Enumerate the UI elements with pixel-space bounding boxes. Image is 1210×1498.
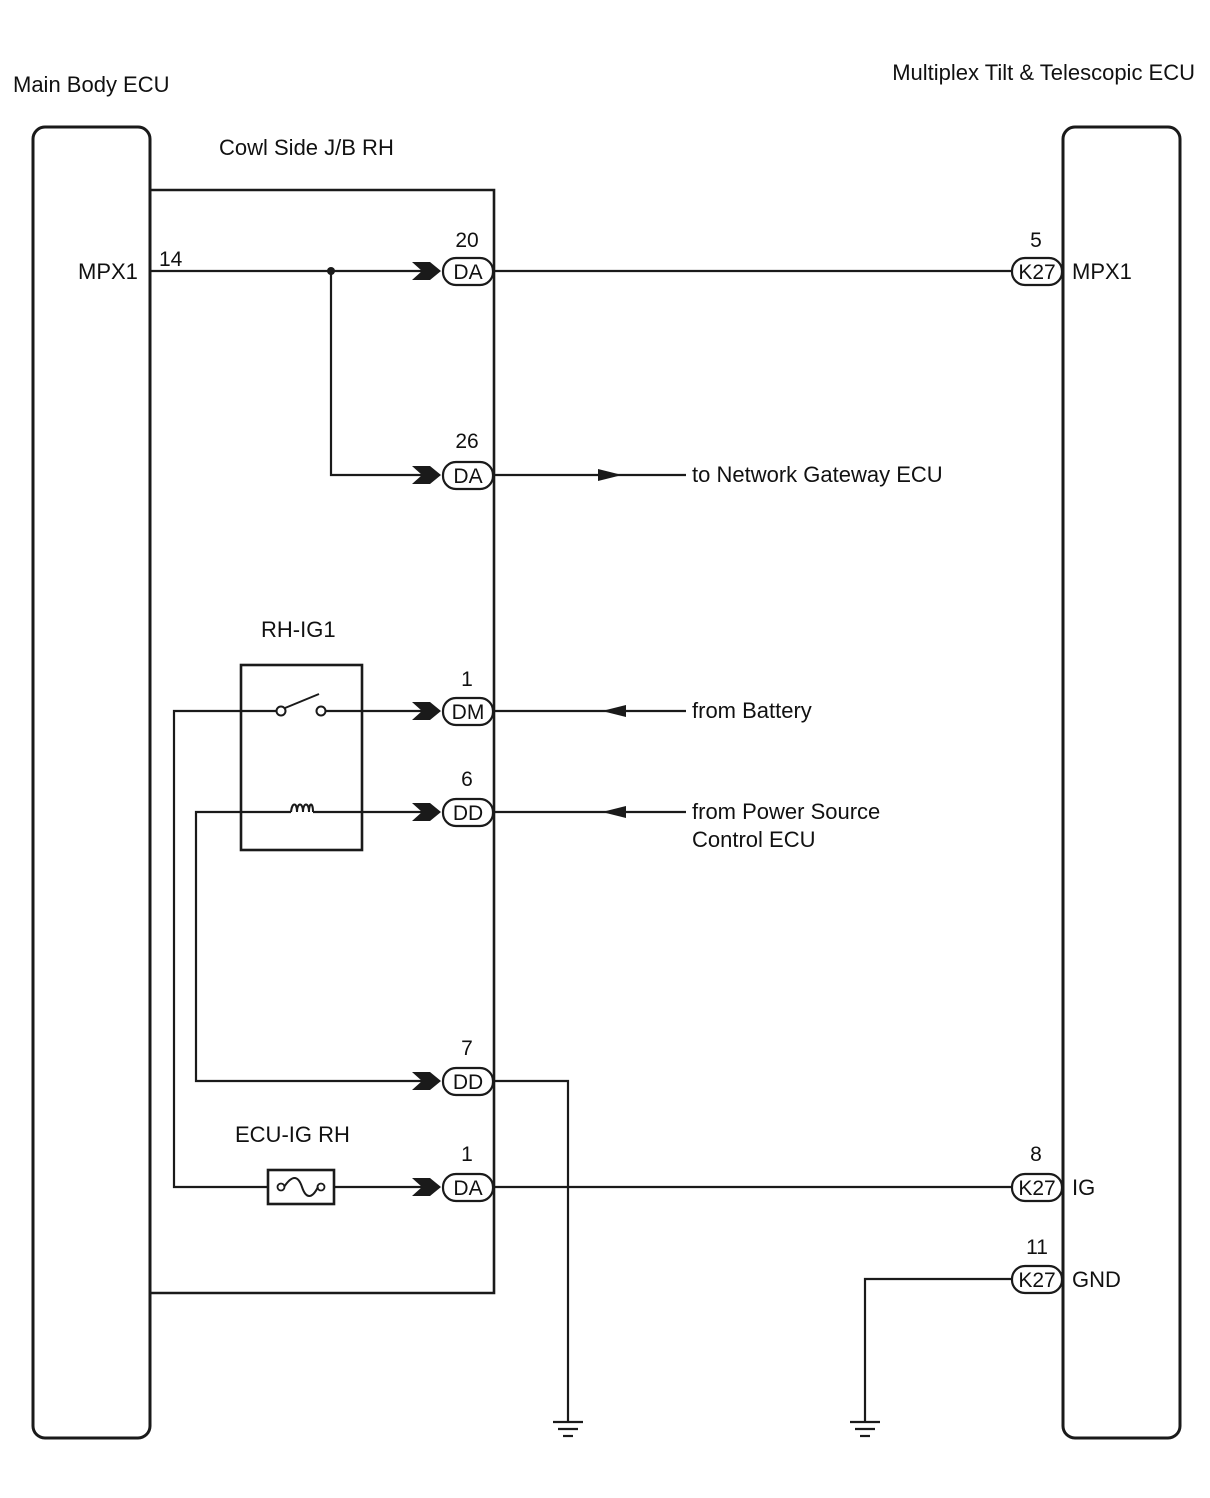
connector-oval (441, 460, 495, 491)
connector-oval (441, 256, 495, 287)
connector-chevron (412, 262, 441, 280)
pin-number: 7 (461, 1037, 473, 1060)
connector-oval (441, 1066, 495, 1097)
tilt-connector-k27-11: K27 (1010, 1264, 1064, 1295)
cowl-jb-label: Cowl Side J/B RH (219, 135, 394, 160)
connector-chevron (412, 1072, 441, 1090)
tilt-signal-gnd: GND (1072, 1267, 1121, 1292)
pin-number: 6 (461, 768, 473, 791)
connector-oval (1010, 1264, 1064, 1295)
fuse-element (283, 1177, 319, 1197)
connector-code: DA (453, 261, 482, 284)
connector-code: K27 (1018, 1269, 1055, 1292)
ground-icon (850, 1420, 880, 1438)
pin-number: 1 (461, 1143, 473, 1166)
relay-label: RH-IG1 (261, 617, 336, 642)
main-body-ecu-label: Main Body ECU (13, 72, 170, 97)
connector-code: DM (452, 701, 485, 724)
connector-chevron (412, 466, 441, 484)
fuse-terminal-right (316, 1182, 326, 1192)
tilt-telescopic-ecu-block (1061, 125, 1182, 1440)
connector-code: K27 (1018, 261, 1055, 284)
connector-code: K27 (1018, 1177, 1055, 1200)
jb-connector-da-1 (412, 1172, 495, 1203)
tilt-connector-k27-8: K27 (1010, 1172, 1064, 1203)
wire-relay-coil-left (194, 810, 430, 1083)
connector-chevron (412, 1178, 441, 1196)
relay-coil (290, 803, 314, 813)
relay-box (239, 663, 364, 852)
connector-code: DD (453, 1071, 483, 1094)
connector-code: DA (453, 1177, 482, 1200)
pin-number: 11 (1026, 1236, 1048, 1259)
wire-ground-jb (494, 1079, 570, 1422)
jb-connector-da-26 (412, 460, 495, 491)
wire-mpx1-branch (329, 271, 430, 477)
jb-connector-dm-1 (412, 696, 495, 727)
connector-oval (441, 696, 495, 727)
jb-connector-dd-6 (412, 797, 495, 828)
tilt-connector-k27-5: K27 (1010, 256, 1064, 287)
arrow-left-icon (602, 705, 626, 717)
connector-oval (441, 1172, 495, 1203)
connector-oval (441, 797, 495, 828)
relay-rh-ig1 (239, 663, 364, 852)
main-body-ecu-block (31, 125, 152, 1440)
tilt-signal-mpx1: MPX1 (1072, 259, 1132, 284)
pin-number: 20 (455, 229, 478, 252)
cowl-jb-outline (150, 188, 496, 1295)
fuse-box (266, 1168, 336, 1206)
tilt-telescopic-ecu-label: Multiplex Tilt & Telescopic ECU (892, 60, 1195, 85)
fuse-ecu-ig-rh (266, 1168, 336, 1206)
wire-ground-ecu (863, 1277, 1012, 1422)
tilt-signal-ig: IG (1072, 1175, 1095, 1200)
fuse-label: ECU-IG RH (235, 1122, 350, 1147)
pin-number: 5 (1030, 229, 1042, 252)
label-power-source-1: from Power Source (692, 799, 880, 824)
arrow-left-icon (602, 806, 626, 818)
pin-number: 8 (1030, 1143, 1042, 1166)
ground-icon (553, 1420, 583, 1438)
connector-code: DA (453, 465, 482, 488)
connector-code: DD (453, 802, 483, 825)
pin-number: 1 (461, 668, 473, 691)
relay-contact-left (275, 705, 287, 717)
main-ecu-signal-mpx1: MPX1 (78, 259, 138, 284)
main-ecu-pin-number: 14 (159, 248, 183, 271)
jb-connector-dd-7 (412, 1066, 495, 1097)
label-battery: from Battery (692, 698, 812, 723)
wire-relay-switch-left (172, 709, 277, 1189)
relay-contact-right (315, 705, 327, 717)
label-power-source-2: Control ECU (692, 827, 815, 852)
connector-oval (1010, 256, 1064, 287)
pin-number: 26 (455, 430, 478, 453)
jb-connector-da-20 (412, 256, 495, 287)
connector-chevron (412, 702, 441, 720)
connector-oval (1010, 1172, 1064, 1203)
connector-chevron (412, 803, 441, 821)
wire-junction-dot (327, 267, 335, 275)
fuse-terminal-left (276, 1182, 286, 1192)
label-network-gateway: to Network Gateway ECU (692, 462, 943, 487)
arrow-right-icon (598, 469, 622, 481)
relay-switch-blade (284, 693, 320, 709)
wires (150, 269, 1012, 1422)
